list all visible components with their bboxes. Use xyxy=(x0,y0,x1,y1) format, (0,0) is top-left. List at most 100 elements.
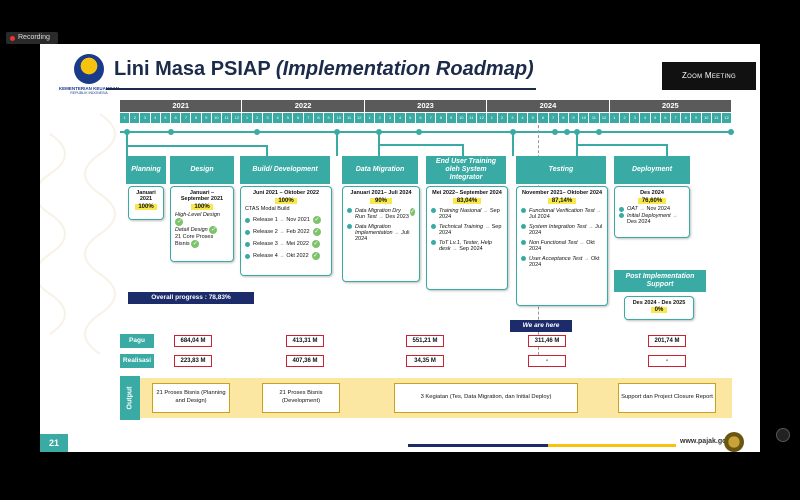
year-2022: 2022 xyxy=(242,100,365,112)
camera-icon xyxy=(776,428,790,442)
month-cell: 9 xyxy=(691,113,702,123)
testing-item: Functional Verification Test → Jul 2024 xyxy=(521,208,603,220)
bullet-icon xyxy=(245,229,250,235)
phase-deployment: Deployment xyxy=(614,156,690,184)
card-end-user-training: Mei 2022– September 2024 83,04% Training… xyxy=(426,186,508,290)
year-2021: 2021 xyxy=(120,100,243,112)
check-icon: ✓ xyxy=(175,218,183,226)
arrow-icon: → xyxy=(582,256,591,262)
build-period: Juni 2021 – Oktober 2022 xyxy=(252,190,320,196)
emblem-icon xyxy=(74,54,104,84)
testing-item: User Acceptance Test → Okt 2024 xyxy=(521,256,603,268)
check-icon: ✓ xyxy=(311,240,320,248)
footer-bar-navy xyxy=(408,444,548,447)
migration-item: Data Migration Implementation → Juli 202… xyxy=(347,224,415,242)
timeline-dot xyxy=(564,129,570,135)
garuda-crest-icon xyxy=(724,432,744,452)
timeline-dot xyxy=(552,129,558,135)
recording-indicator: Recording xyxy=(6,32,58,44)
month-cell: 8 xyxy=(313,113,325,123)
month-cell: 6 xyxy=(293,113,304,123)
month-cell: 1 xyxy=(120,113,131,123)
deployment-item: OAT → Nov 2024 xyxy=(619,206,685,212)
output-label: Output xyxy=(120,376,140,420)
month-cell: 8 xyxy=(558,113,569,123)
post-pct: 0% xyxy=(651,307,667,313)
month-cell: 10 xyxy=(701,113,712,123)
timeline-line xyxy=(120,131,732,133)
connector xyxy=(512,132,514,156)
month-cell: 11 xyxy=(222,113,233,123)
planning-pct: 100% xyxy=(135,204,157,210)
bullet-icon xyxy=(619,213,624,218)
arrow-icon: → xyxy=(277,253,287,259)
bullet-icon xyxy=(431,208,436,213)
pagu-value: 413,31 M xyxy=(286,335,324,347)
year-2025: 2025 xyxy=(609,100,733,112)
month-cell: 4 xyxy=(395,113,406,123)
output-item: 3 Kegiatan (Tes, Data Migration, dan Ini… xyxy=(394,383,578,413)
month-cell: 5 xyxy=(405,113,416,123)
build-release: Release 4 → Okt 2022✓ xyxy=(245,252,327,260)
phase-design: Design xyxy=(170,156,234,184)
month-cell: 9 xyxy=(201,113,212,123)
month-cell: 5 xyxy=(160,113,172,123)
bullet-icon xyxy=(431,240,436,245)
testing-item: System Integration Test → Jul 2024 xyxy=(521,224,603,236)
bullet-icon xyxy=(521,256,526,261)
month-cell: 7 xyxy=(670,113,682,123)
month-cell: 4 xyxy=(640,113,651,123)
planning-period: Januari 2021 xyxy=(136,190,156,202)
phase-planning: Planning xyxy=(126,156,166,184)
migration-pct: 90% xyxy=(370,198,392,204)
design-item: High-Level Design ✓ xyxy=(175,212,220,226)
training-item: Technical Training → Sep 2024 xyxy=(431,224,503,236)
page-number: 21 xyxy=(40,434,68,452)
bullet-icon xyxy=(347,224,352,229)
build-pct: 100% xyxy=(275,198,297,204)
phase-build: Build/ Development xyxy=(240,156,330,184)
arrow-icon: → xyxy=(450,246,460,252)
month-cell: 3 xyxy=(507,113,518,123)
output-item: 21 Proses Bisnis (Development) xyxy=(262,383,340,413)
connector xyxy=(462,144,464,156)
page-title: Lini Masa PSIAP (Implementation Roadmap) xyxy=(114,58,534,81)
design-item: Detail Design ✓ xyxy=(175,226,218,234)
arrow-icon: → xyxy=(483,224,492,230)
month-cell: 5 xyxy=(650,113,661,123)
pagu-label: Pagu xyxy=(120,334,154,348)
website-label: www.pajak.go.id xyxy=(680,438,735,445)
connector xyxy=(576,144,666,146)
month-cell: 9 xyxy=(324,113,335,123)
bullet-icon xyxy=(521,240,526,245)
month-cell: 10 xyxy=(334,113,345,123)
title-italic: (Implementation Roadmap) xyxy=(275,58,534,80)
month-cell: 6 xyxy=(171,113,182,123)
arrow-icon: → xyxy=(670,213,678,219)
logo-subtext: REPUBLIK INDONESIA xyxy=(70,91,108,95)
check-icon: ✓ xyxy=(311,252,320,260)
check-icon: ✓ xyxy=(409,208,415,216)
month-cell: 12 xyxy=(721,113,733,123)
arrow-icon: → xyxy=(577,240,587,246)
training-period: Mei 2022– September 2024 xyxy=(432,190,502,196)
month-cell: 8 xyxy=(681,113,692,123)
migration-item: Data Migration Dry Run Test → Des 2023✓ xyxy=(347,208,415,220)
connector xyxy=(336,132,338,156)
training-item: ToT Lv.1, Tester, Help desk → Sep 2024 xyxy=(431,240,503,252)
card-planning: Januari 2021 100% xyxy=(128,186,164,220)
realisasi-value: 223,83 M xyxy=(174,355,212,367)
arrow-icon: → xyxy=(586,224,596,230)
arrow-icon: → xyxy=(277,241,287,247)
month-cell: 10 xyxy=(579,113,590,123)
month-cell: 6 xyxy=(538,113,549,123)
overall-progress: Overall progress : 78,83% xyxy=(128,292,254,304)
timeline-dot xyxy=(596,129,602,135)
bullet-icon xyxy=(619,206,624,212)
month-cell: 8 xyxy=(191,113,202,123)
arrow-icon: → xyxy=(392,230,402,236)
phase-post-implementation: Post Implementation Support xyxy=(614,270,706,292)
timeline-dot xyxy=(254,129,260,135)
